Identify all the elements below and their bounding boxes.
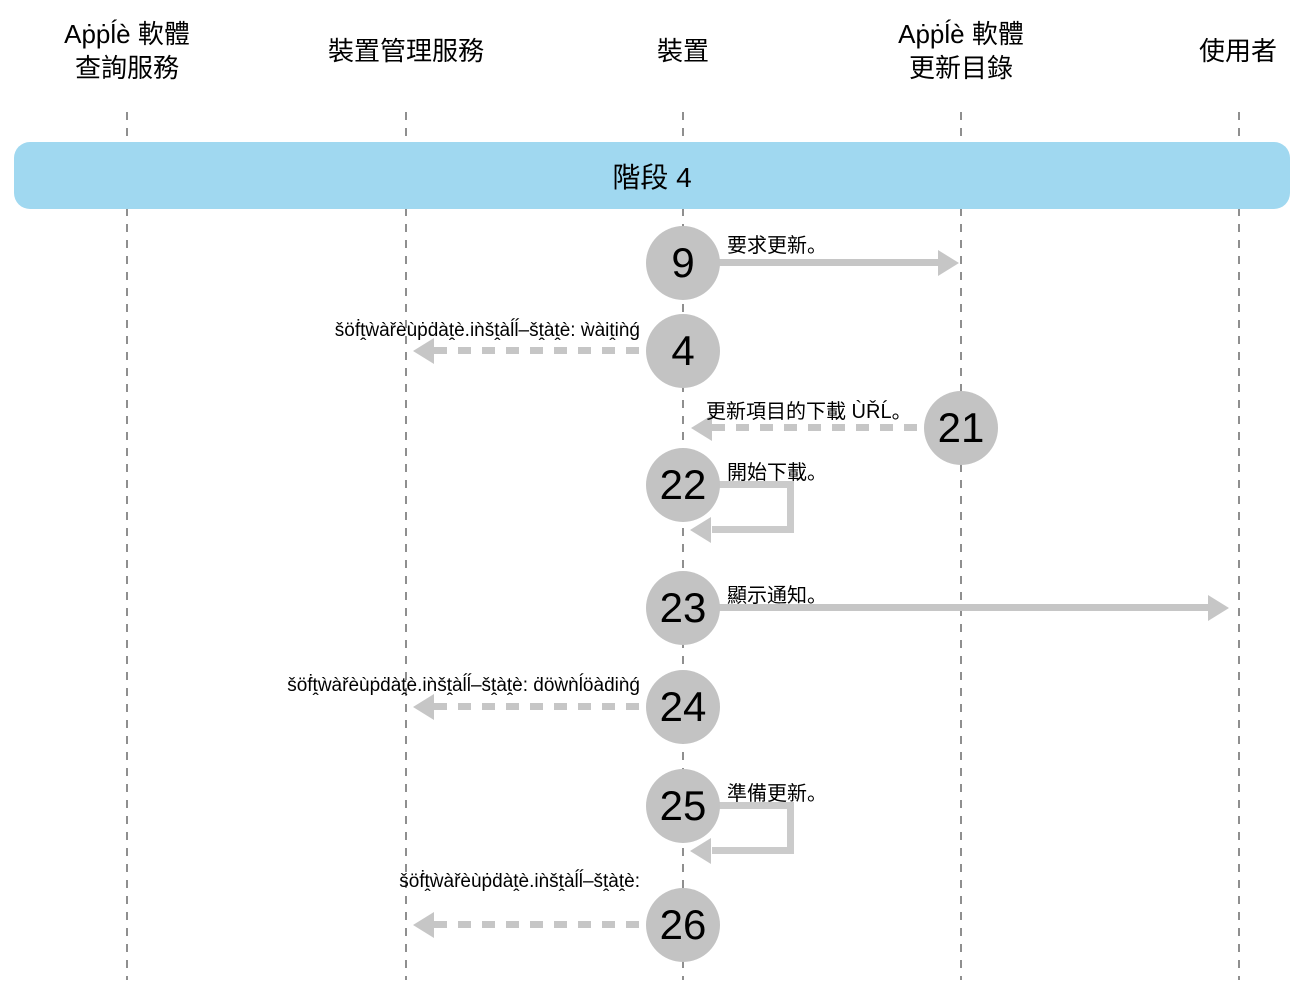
step-22-circle: 22 (646, 448, 720, 522)
lane-header-user: 使用者 (1198, 36, 1277, 67)
phase-banner: 階段 4 (14, 142, 1290, 209)
step-24-arrow-line (434, 703, 646, 710)
lifeline-device-management-service (405, 112, 407, 980)
step-4-arrow-line (434, 347, 646, 354)
lifeline-user (1238, 112, 1240, 980)
step-9-label: 要求更新。 (727, 235, 827, 257)
lifeline-apple-software-lookup-service (126, 112, 128, 980)
step-25-circle: 25 (646, 769, 720, 843)
lifeline-device (682, 112, 684, 980)
lane-header-device-management-service: 裝置管理服務 (327, 36, 484, 67)
step-23-arrow-line (716, 604, 1208, 611)
phase-banner-label: 階段 4 (612, 161, 692, 193)
step-25-label: 準備更新。 (727, 783, 827, 805)
lane-header-apple-software-update-catalog: Aṗṗĺè 軟體 更新目錄 (898, 19, 1024, 83)
step-22-arrowhead-left-icon (690, 517, 711, 543)
step-4-label: šöḟṱẁàřèùṗḋàṱè.iǹšṱàĺĺ–šṱàṱè: ẁàiṱiǹǵ (334, 320, 640, 341)
step-26-arrow-line (434, 921, 646, 928)
step-24-arrowhead-left-icon (413, 694, 434, 720)
step-25-self-loop (712, 802, 794, 854)
step-22-label: 開始下載。 (727, 462, 827, 484)
step-24-label: šöḟṱẁàřèùṗḋàṱè.iǹšṱàĺĺ–šṱàṱè: ḋöẁǹĺöàḋiǹ… (287, 675, 640, 696)
step-25-arrowhead-left-icon (690, 838, 711, 864)
lifeline-apple-software-update-catalog (960, 112, 962, 980)
step-26-arrowhead-left-icon (413, 912, 434, 938)
lane-header-apple-software-lookup-service: Aṗṗĺè 軟體 查詢服務 (64, 19, 190, 83)
step-9-circle: 9 (646, 226, 720, 300)
step-4-circle: 4 (646, 314, 720, 388)
step-9-arrow-line (716, 259, 938, 266)
step-23-circle: 23 (646, 571, 720, 645)
step-21-label: 更新項目的下載 ÙŘĹ。 (706, 401, 912, 423)
step-21-arrowhead-left-icon (691, 415, 712, 441)
step-23-label: 顯示通知。 (727, 585, 827, 607)
step-26-label: šöḟṱẁàřèùṗḋàṱè.iǹšṱàĺĺ–šṱàṱè: (399, 871, 640, 892)
step-21-arrow-line (712, 424, 924, 431)
step-9-arrowhead-right-icon (938, 250, 959, 276)
step-23-arrowhead-right-icon (1208, 595, 1229, 621)
step-4-arrowhead-left-icon (413, 338, 434, 364)
step-22-self-loop (712, 481, 794, 533)
step-21-circle: 21 (924, 391, 998, 465)
lane-header-device: 裝置 (656, 36, 709, 67)
step-24-circle: 24 (646, 670, 720, 744)
step-26-circle: 26 (646, 888, 720, 962)
